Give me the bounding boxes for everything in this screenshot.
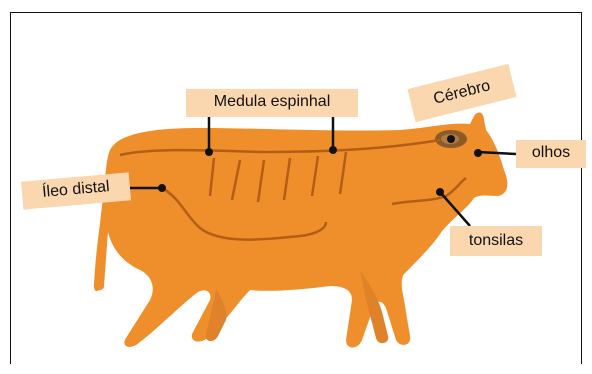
cow-body [94, 113, 507, 348]
label-olhos: olhos [516, 140, 586, 168]
label-tonsilas: tonsilas [450, 226, 542, 256]
label-medula-espinhal: Medula espinhal [186, 89, 358, 117]
cow-tail [94, 188, 110, 290]
